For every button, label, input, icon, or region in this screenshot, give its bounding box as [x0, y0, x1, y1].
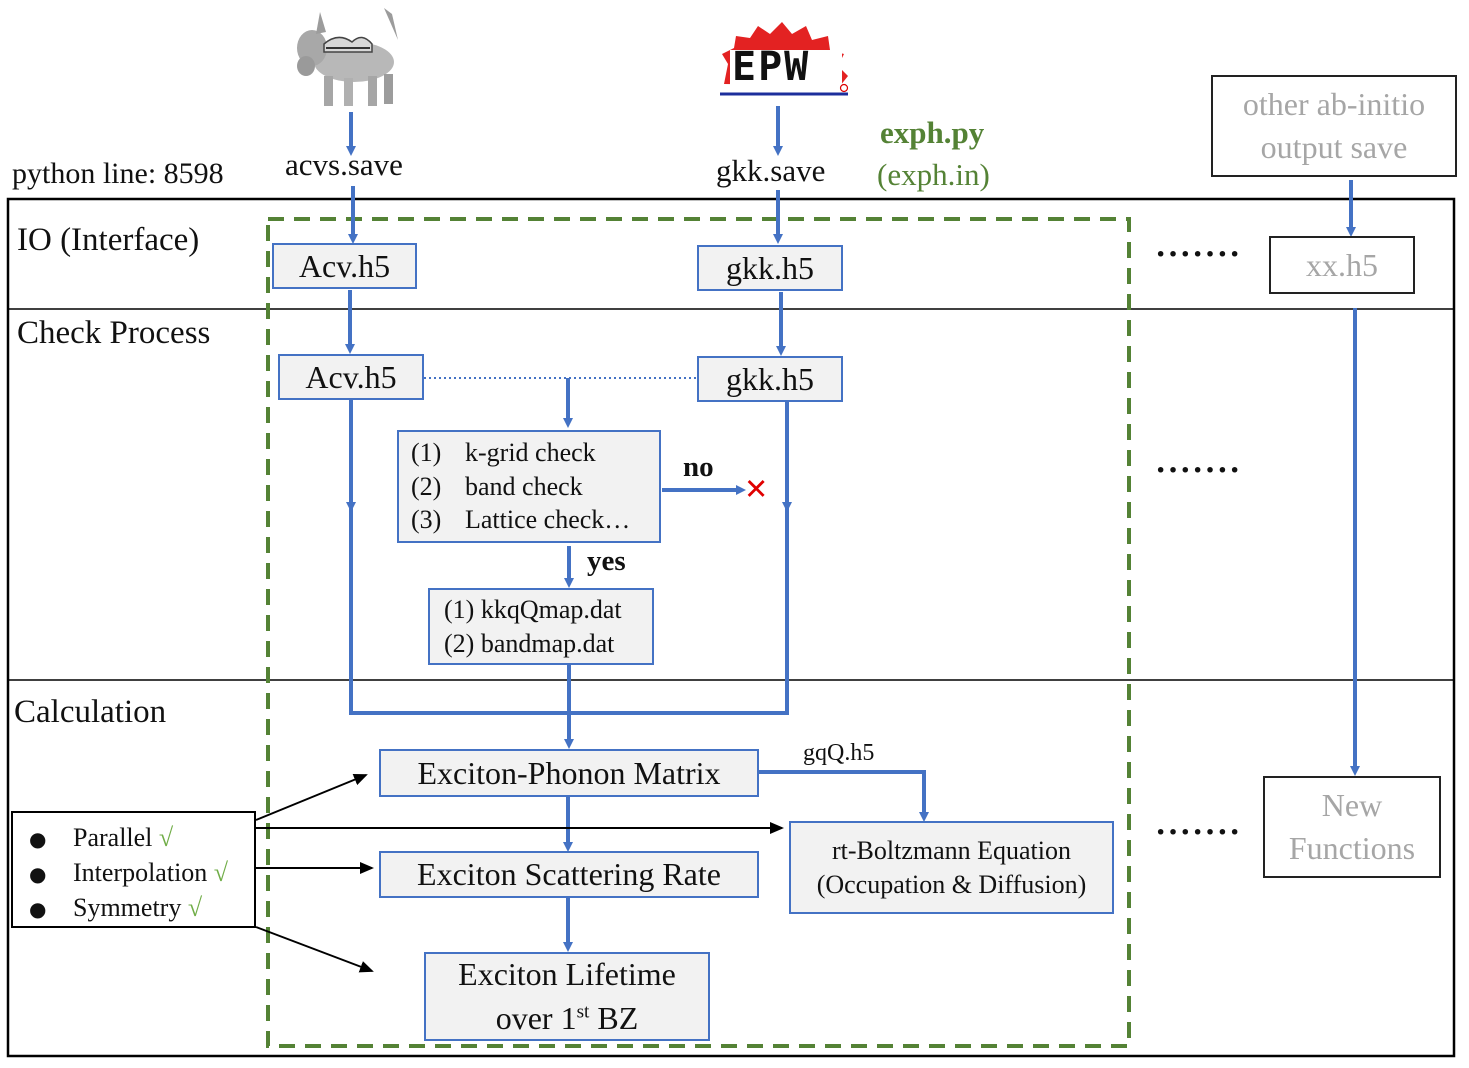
lifetime-line2: over 1st BZ	[496, 997, 639, 1040]
new-functions-line1: New	[1321, 786, 1383, 823]
io-acv-h5-box: Acv.h5	[272, 243, 417, 289]
check-gkk-h5-box: gkk.h5	[697, 356, 843, 402]
lifetime-line1: Exciton Lifetime	[458, 956, 676, 993]
exph-py-label: exph.py	[880, 115, 985, 150]
python-line-label: python line: 8598	[12, 157, 224, 190]
feature-item: ● Parallel √	[29, 821, 254, 856]
scattering-rate-box: Exciton Scattering Rate	[379, 851, 759, 898]
boltzmann-line1: rt-Boltzmann Equation	[831, 835, 1071, 865]
section-check-title: Check Process	[17, 315, 211, 351]
map-item: (2) bandmap.dat	[444, 628, 615, 658]
gkk-save-label: gkk.save	[716, 153, 826, 188]
exph-boundary	[266, 217, 1131, 1048]
io-xx-h5-box: xx.h5	[1269, 236, 1415, 294]
checkmark-icon: √	[187, 893, 203, 922]
acvs-save-label: acvs.save	[285, 147, 403, 182]
io-dots: ·······	[1155, 236, 1242, 273]
epw-logo-icon	[720, 22, 849, 96]
boltzmann-box: rt-Boltzmann Equation (Occupation & Diff…	[789, 821, 1114, 914]
lifetime-box: Exciton Lifetime over 1st BZ	[424, 952, 710, 1041]
bullet-icon: ●	[29, 897, 47, 921]
feature-item: ● Interpolation √	[29, 856, 254, 891]
yes-label: yes	[587, 545, 626, 577]
io-gkk-h5-box: gkk.h5	[697, 245, 843, 291]
check-acv-h5-box: Acv.h5	[278, 354, 424, 400]
check-item-num: (2)	[411, 471, 442, 501]
check-item-text: Lattice check…	[465, 505, 631, 535]
other-output-line2: output save	[1260, 129, 1408, 165]
checkmark-icon: √	[158, 823, 174, 852]
check-item-text: band check	[465, 471, 583, 501]
check-item-text: k-grid check	[465, 437, 596, 467]
fail-x-icon: ✕	[744, 472, 769, 506]
feature-item: ● Symmetry √	[29, 891, 254, 926]
other-output-line1: other ab-initio	[1242, 85, 1426, 122]
check-item-num: (3)	[411, 505, 442, 535]
section-calc-title: Calculation	[14, 694, 167, 730]
boltzmann-line2: (Occupation & Diffusion)	[816, 869, 1087, 899]
epw-logo-text: EPW	[732, 44, 811, 90]
new-functions-box: New Functions	[1263, 776, 1441, 878]
lifetime-line2-sup: st	[576, 1000, 590, 1022]
checks-box: (1) k-grid check (2) band check (3) Lattice…	[397, 430, 661, 543]
check-item: (2) band check	[411, 470, 583, 504]
check-dots: ·······	[1155, 452, 1242, 489]
other-output-box: other ab-initio output save	[1211, 75, 1457, 177]
exph-in-label: (exph.in)	[877, 157, 990, 192]
donkey-icon	[297, 8, 398, 106]
map-item: (1) kkqQmap.dat	[444, 594, 622, 624]
check-item: (3) Lattice check…	[411, 503, 630, 537]
check-item: (1) k-grid check	[411, 436, 596, 470]
feature-text: Interpolation	[73, 858, 208, 887]
check-item-num: (1)	[411, 437, 442, 467]
new-functions-line2: Functions	[1288, 830, 1416, 866]
features-box: ● Parallel √ ● Interpolation √ ● Symmetry √	[11, 811, 256, 928]
bullet-icon: ●	[29, 827, 47, 851]
lifetime-line2-pre: over 1	[495, 999, 577, 1036]
section-io-title: IO (Interface)	[17, 222, 200, 258]
lifetime-line2-post: BZ	[589, 999, 639, 1036]
calc-dots: ·······	[1155, 814, 1242, 851]
feature-text: Symmetry	[73, 893, 182, 922]
feature-arrow-matrix	[255, 773, 368, 821]
feature-arrow-lifetime	[255, 926, 374, 973]
feature-text: Parallel	[73, 823, 153, 852]
bullet-icon: ●	[29, 862, 47, 886]
maps-box: (1) kkqQmap.dat (2) bandmap.dat	[428, 588, 654, 665]
no-label: no	[683, 451, 714, 483]
checkmark-icon: √	[213, 858, 229, 887]
exph-matrix-box: Exciton-Phonon Matrix	[379, 749, 759, 797]
arrow-matrix-to-boltzmann	[758, 770, 929, 822]
main-frame	[6, 197, 1456, 1058]
gqq-h5-label: gqQ.h5	[803, 740, 875, 766]
